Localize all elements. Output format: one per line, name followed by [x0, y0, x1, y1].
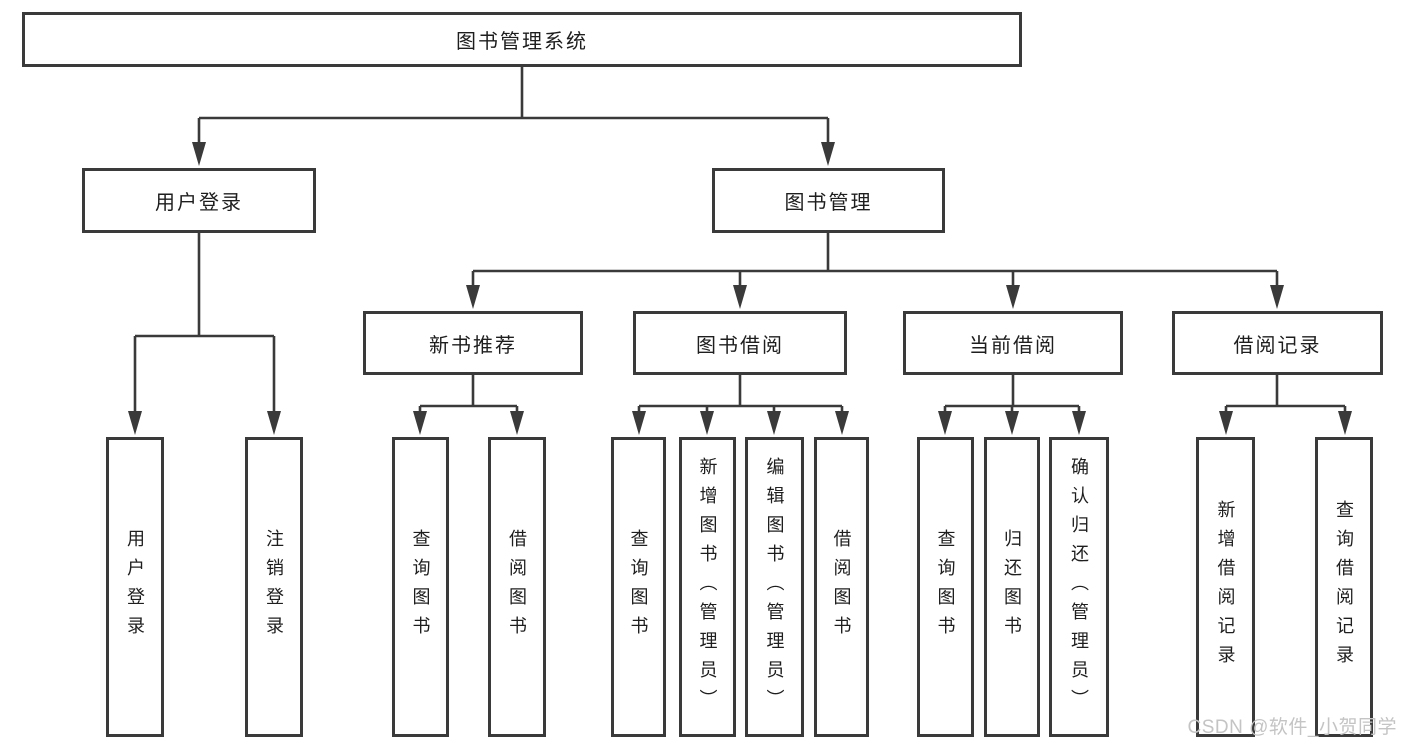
leaf-borrow-books-borrowing-label: 借阅图书 — [831, 529, 852, 645]
leaf-return-books: 归还图书 — [984, 437, 1040, 737]
node-book-borrowing-label: 图书借阅 — [696, 334, 784, 357]
arrowhead-to-new-book-recommendation — [466, 285, 480, 309]
node-current-borrowing-label: 当前借阅 — [969, 334, 1057, 357]
node-book-management-label: 图书管理 — [784, 192, 873, 214]
leaf-logout-label: 注销登录 — [264, 529, 284, 645]
csdn-watermark: CSDN @软件_小贺同学 — [1187, 717, 1397, 738]
connector-user-login-to-leaves — [128, 233, 281, 435]
arrowhead-to-book-management — [821, 142, 835, 166]
arrowhead-to-current-borrowing — [1006, 285, 1020, 309]
arrowhead-to-user-login — [192, 142, 206, 166]
leaf-add-book-admin: 新增图书（管理员） — [679, 437, 736, 737]
arrowhead-to-borrowing-records — [1270, 285, 1284, 309]
node-borrowing-records-label: 借阅记录 — [1233, 334, 1322, 357]
arrowhead-to-query-books-2 — [632, 411, 646, 435]
leaf-return-books-label: 归还图书 — [1002, 529, 1022, 645]
connector-book-management-to-level3 — [466, 233, 1284, 309]
arrowhead-to-logout-leaf — [267, 411, 281, 435]
connector-current-to-leaves — [938, 375, 1086, 435]
leaf-confirm-return-admin-label: 确认归还（管理员） — [1069, 456, 1089, 718]
arrowhead-to-return-books — [1005, 411, 1019, 435]
node-book-management: 图书管理 — [712, 168, 945, 233]
leaf-query-books-current: 查询图书 — [917, 437, 974, 737]
leaf-query-books-recommend: 查询图书 — [392, 437, 449, 737]
arrowhead-to-confirm-return — [1072, 411, 1086, 435]
leaf-query-books-recommend-label: 查询图书 — [410, 529, 431, 645]
connector-borrowing-to-leaves — [632, 375, 849, 435]
leaf-user-login: 用户登录 — [106, 437, 164, 737]
leaf-confirm-return-admin: 确认归还（管理员） — [1049, 437, 1109, 737]
connector-root-to-level2 — [192, 67, 835, 166]
arrowhead-to-query-borrow-record — [1338, 411, 1352, 435]
arrowhead-to-query-books-1 — [413, 411, 427, 435]
node-user-login: 用户登录 — [82, 168, 316, 233]
leaf-add-borrow-record: 新增借阅记录 — [1196, 437, 1255, 737]
leaf-add-borrow-record-label: 新增借阅记录 — [1215, 500, 1236, 674]
arrowhead-to-book-borrowing — [733, 285, 747, 309]
node-current-borrowing: 当前借阅 — [903, 311, 1123, 375]
arrowhead-to-edit-book — [767, 411, 781, 435]
connector-recommendation-to-leaves — [413, 375, 524, 435]
arrowhead-to-add-borrow-record — [1219, 411, 1233, 435]
connector-records-to-leaves — [1219, 375, 1352, 435]
leaf-user-login-label: 用户登录 — [125, 529, 145, 645]
leaf-edit-book-admin-label: 编辑图书（管理员） — [764, 456, 785, 718]
node-user-login-label: 用户登录 — [155, 192, 243, 214]
node-root-library-system: 图书管理系统 — [22, 12, 1022, 67]
leaf-query-books-borrowing-label: 查询图书 — [628, 529, 649, 645]
leaf-borrow-books-borrowing: 借阅图书 — [814, 437, 869, 737]
leaf-borrow-books-recommend: 借阅图书 — [488, 437, 546, 737]
node-book-borrowing: 图书借阅 — [633, 311, 847, 375]
node-new-book-recommendation: 新书推荐 — [363, 311, 583, 375]
leaf-query-borrow-record-label: 查询借阅记录 — [1334, 500, 1354, 674]
node-root-label: 图书管理系统 — [456, 31, 588, 53]
node-new-book-recommendation-label: 新书推荐 — [429, 334, 517, 357]
arrowhead-to-query-books-3 — [938, 411, 952, 435]
leaf-edit-book-admin: 编辑图书（管理员） — [745, 437, 804, 737]
arrowhead-to-borrow-books-2 — [835, 411, 849, 435]
leaf-query-books-borrowing: 查询图书 — [611, 437, 666, 737]
leaf-add-book-admin-label: 新增图书（管理员） — [697, 456, 718, 718]
leaf-logout: 注销登录 — [245, 437, 303, 737]
arrowhead-to-user-login-leaf — [128, 411, 142, 435]
arrowhead-to-add-book — [700, 411, 714, 435]
leaf-borrow-books-recommend-label: 借阅图书 — [507, 529, 527, 645]
node-borrowing-records: 借阅记录 — [1172, 311, 1383, 375]
leaf-query-borrow-record: 查询借阅记录 — [1315, 437, 1373, 737]
arrowhead-to-borrow-books-1 — [510, 411, 524, 435]
leaf-query-books-current-label: 查询图书 — [935, 529, 956, 645]
